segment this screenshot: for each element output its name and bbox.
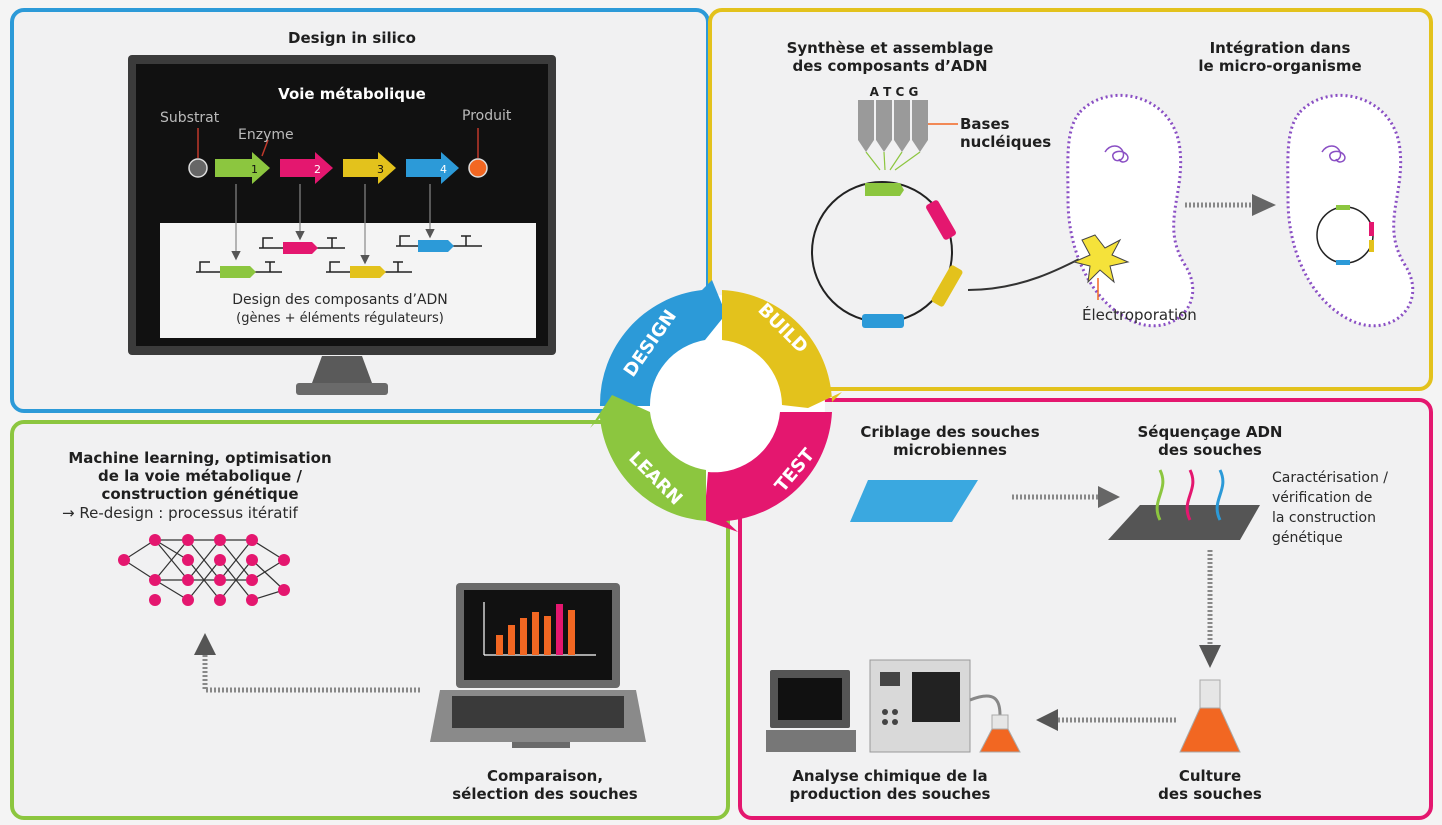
product-label: Produit xyxy=(462,108,512,124)
substrate-label: Substrat xyxy=(160,110,220,126)
step-number-1: 1 xyxy=(251,163,258,176)
characterisation-label-1: Caractérisation / xyxy=(1272,470,1388,486)
microplate-icon xyxy=(850,480,978,522)
gene-4 xyxy=(418,240,454,252)
dbtl-cycle xyxy=(590,280,842,532)
enzyme-arrow-3 xyxy=(343,152,396,184)
bacterium-after-icon xyxy=(1286,94,1415,328)
nucleic-bases-label-1: Bases xyxy=(960,115,1010,133)
bases-letters: A T C G xyxy=(869,85,919,99)
redesign-label: → Re-design : processus itératif xyxy=(62,504,298,522)
characterisation-label-2: vérification de xyxy=(1272,490,1373,506)
product-node xyxy=(468,158,488,178)
compare-label-2: sélection des souches xyxy=(452,785,638,803)
step-number-4: 4 xyxy=(440,163,447,176)
cycle-learn-segment xyxy=(590,395,706,521)
laptop-chart-icon xyxy=(430,583,646,748)
screening-title-1: Criblage des souches xyxy=(860,423,1040,441)
analysis-label-1: Analyse chimique de la xyxy=(792,767,988,785)
ml-title-3: construction génétique xyxy=(101,485,299,503)
pathway-title: Voie métabolique xyxy=(278,85,426,103)
screening-title-2: microbiennes xyxy=(893,441,1007,459)
neural-network-icon xyxy=(118,534,290,606)
step-number-2: 2 xyxy=(314,163,321,176)
components-label-2: (gènes + éléments régulateurs) xyxy=(236,311,444,326)
nucleotide-synthesizer-icon xyxy=(858,100,958,171)
characterisation-label-4: génétique xyxy=(1272,530,1343,546)
electroporation-label: Électroporation xyxy=(1082,306,1197,324)
metabolic-pathway xyxy=(188,128,488,265)
design-title: Design in silico xyxy=(288,29,416,47)
analysis-label-2: production des souches xyxy=(789,785,991,803)
cycle-design-segment xyxy=(599,280,726,406)
substrate-node xyxy=(188,158,208,178)
integration-title-2: le micro-organisme xyxy=(1198,57,1362,75)
components-label-1: Design des composants d’ADN xyxy=(232,292,448,308)
ml-title-1: Machine learning, optimisation xyxy=(68,449,332,467)
electroporation-spark-icon xyxy=(1072,234,1130,300)
bacterium-before-icon xyxy=(1066,94,1195,328)
analysis-station-icon xyxy=(766,659,1021,753)
cycle-build-segment xyxy=(722,290,842,408)
synthesis-title-2: des composants d’ADN xyxy=(792,57,988,75)
nucleic-bases-label-2: nucléiques xyxy=(960,133,1052,151)
plasmid xyxy=(811,181,1104,328)
integration-title-1: Intégration dans xyxy=(1209,39,1351,57)
enzyme-arrow-1 xyxy=(215,152,270,184)
ml-title-2: de la voie métabolique / xyxy=(98,467,302,485)
step-number-3: 3 xyxy=(377,163,384,176)
culture-label-1: Culture xyxy=(1178,767,1242,785)
cycle-test-segment xyxy=(704,412,832,532)
enzyme-arrow-2 xyxy=(280,152,333,184)
culture-flask-icon xyxy=(1179,679,1241,753)
monitor-icon xyxy=(128,55,556,395)
sequencer-plate-icon xyxy=(1108,469,1260,540)
characterisation-label-3: la construction xyxy=(1272,510,1376,526)
gene-2 xyxy=(283,242,318,254)
compare-label-1: Comparaison, xyxy=(486,767,604,785)
enzyme-arrow-4 xyxy=(406,152,459,184)
learn-feedback-arrow xyxy=(202,655,420,693)
synthesis-title-1: Synthèse et assemblage xyxy=(786,39,994,57)
sequencing-title-1: Séquençage ADN xyxy=(1137,423,1283,441)
culture-label-2: des souches xyxy=(1158,785,1262,803)
enzyme-label: Enzyme xyxy=(238,127,294,143)
gene-1 xyxy=(220,266,256,278)
sequencing-title-2: des souches xyxy=(1158,441,1262,459)
gene-3 xyxy=(350,266,386,278)
